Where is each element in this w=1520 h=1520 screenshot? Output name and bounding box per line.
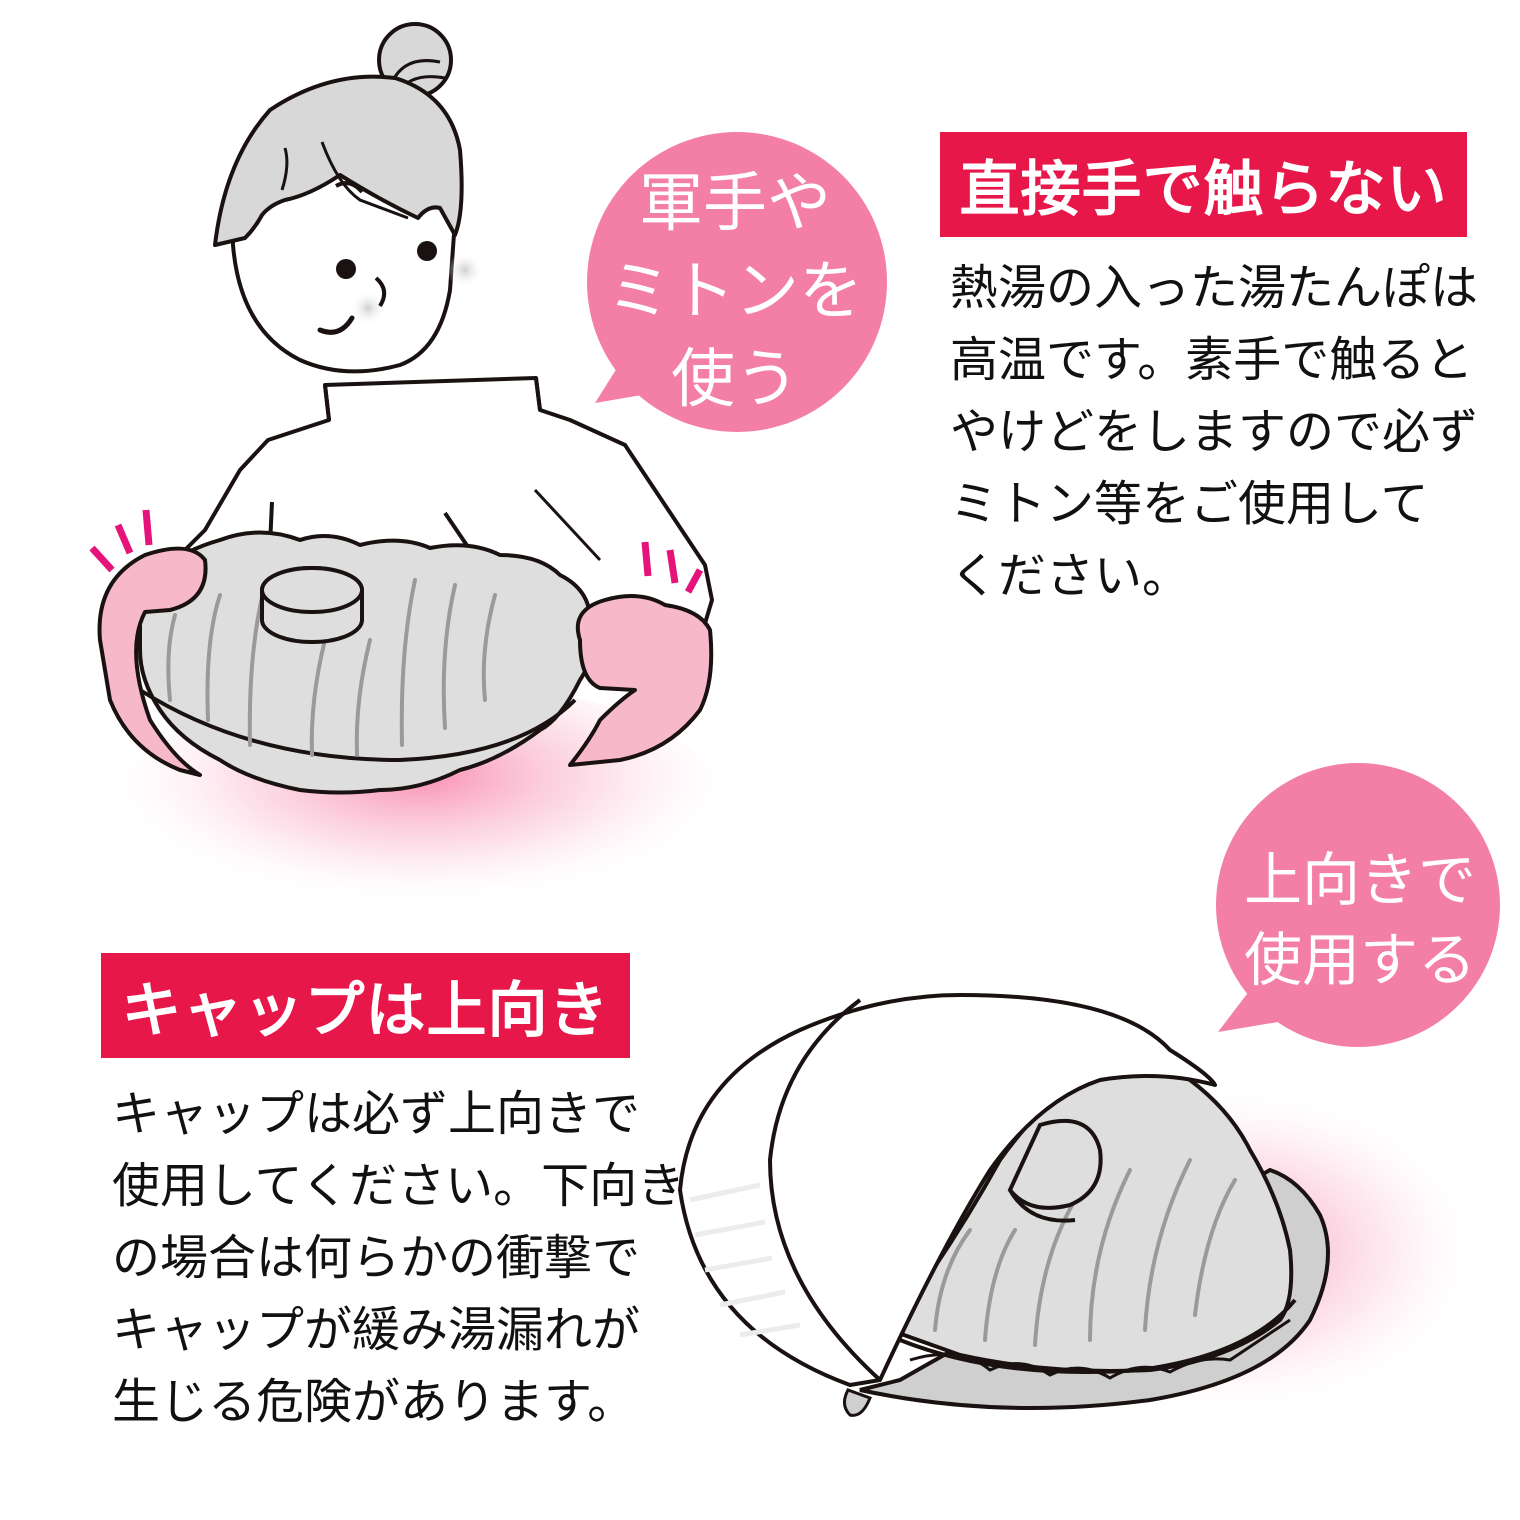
mitten-left [97,546,208,777]
body-line: ください。 [950,548,1191,604]
speech-bubble-gloves [587,132,887,432]
body-line: キャップは必ず上向きで [112,1086,641,1142]
warning-text-hot: 熱湯の入った湯たんぽは 高温です。素手で触ると やけどをしますので必ず ミトン等… [950,252,1478,612]
bottle-cover-illustration [678,993,1490,1420]
bubble-line: 使用する [1243,926,1476,994]
emphasis-marks-icon [89,509,704,594]
body-line: 使用してください。下向き [112,1158,686,1214]
bubble-line: 上向きで [1243,846,1476,914]
mitten-right [568,594,714,767]
speech-bubble-upright [1216,763,1500,1047]
body-line: 生じる危険があります。 [112,1374,636,1430]
eye-right [417,241,437,261]
heading-cap-upward: キャップは上向き [101,953,630,1058]
eye-left [336,259,356,279]
bubble-upright-text: 上向きで 使用する [1220,840,1500,1000]
bubble-line: 使う [671,343,799,417]
bubble-line: ミトンを [607,255,863,329]
body-line: キャップが緩み湯漏れが [112,1302,641,1358]
body-line: 熱湯の入った湯たんぽは [950,260,1479,316]
bottle-cover [678,993,1217,1387]
body-line: ミトン等をご使用して [950,476,1429,532]
hot-water-bottle-top [138,530,596,795]
bubble-line: 軍手や [639,167,831,241]
body-line: やけどをしますので必ず [950,404,1479,460]
body-line: の場合は何らかの衝撃で [112,1230,641,1286]
body-line: 高温です。素手で触ると [950,332,1474,388]
heading-do-not-touch-directly: 直接手で触らない [940,132,1467,237]
warning-text-cap: キャップは必ず上向きで 使用してください。下向き の場合は何らかの衝撃で キャッ… [112,1078,685,1438]
hair [213,74,464,247]
bubble-gloves-text: 軍手や ミトンを 使う [600,160,870,424]
woman-illustration [89,22,720,920]
